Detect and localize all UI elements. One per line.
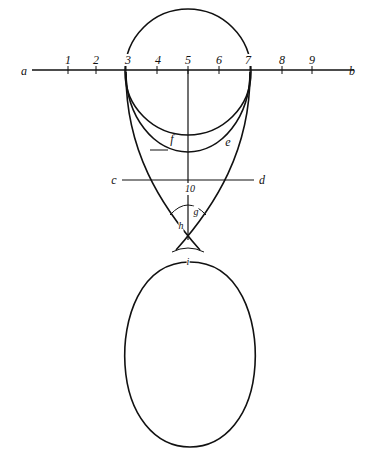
point-label: b <box>349 65 355 77</box>
base-line <box>32 69 354 71</box>
leader-f <box>150 150 168 151</box>
point-label: 1 <box>64 54 72 66</box>
left-construction-arc <box>126 74 200 250</box>
point-label: g <box>194 206 199 218</box>
point-label: 8 <box>278 54 286 66</box>
point-label: 4 <box>154 54 162 66</box>
point-label: c <box>111 174 116 186</box>
point-label: d <box>259 174 265 186</box>
point-label: f <box>170 133 173 145</box>
small-arc <box>170 205 206 215</box>
point-label: i <box>187 256 190 268</box>
point-label: 2 <box>92 54 100 66</box>
point-label: a <box>21 65 27 77</box>
right-construction-arc <box>176 74 250 250</box>
point-label: 7 <box>244 54 252 66</box>
axis-line <box>187 70 188 240</box>
chord-line <box>122 179 254 180</box>
point-label: 3 <box>124 54 132 66</box>
point-label: 9 <box>308 54 316 66</box>
small-arc-lower <box>172 248 204 252</box>
egg-outline <box>125 262 256 447</box>
point-label: e <box>225 136 230 148</box>
point-label: 6 <box>215 54 223 66</box>
point-label: 5 <box>184 54 192 66</box>
point-label: h <box>179 220 184 232</box>
tick-marks <box>68 66 312 74</box>
point-label: 10 <box>185 183 195 195</box>
